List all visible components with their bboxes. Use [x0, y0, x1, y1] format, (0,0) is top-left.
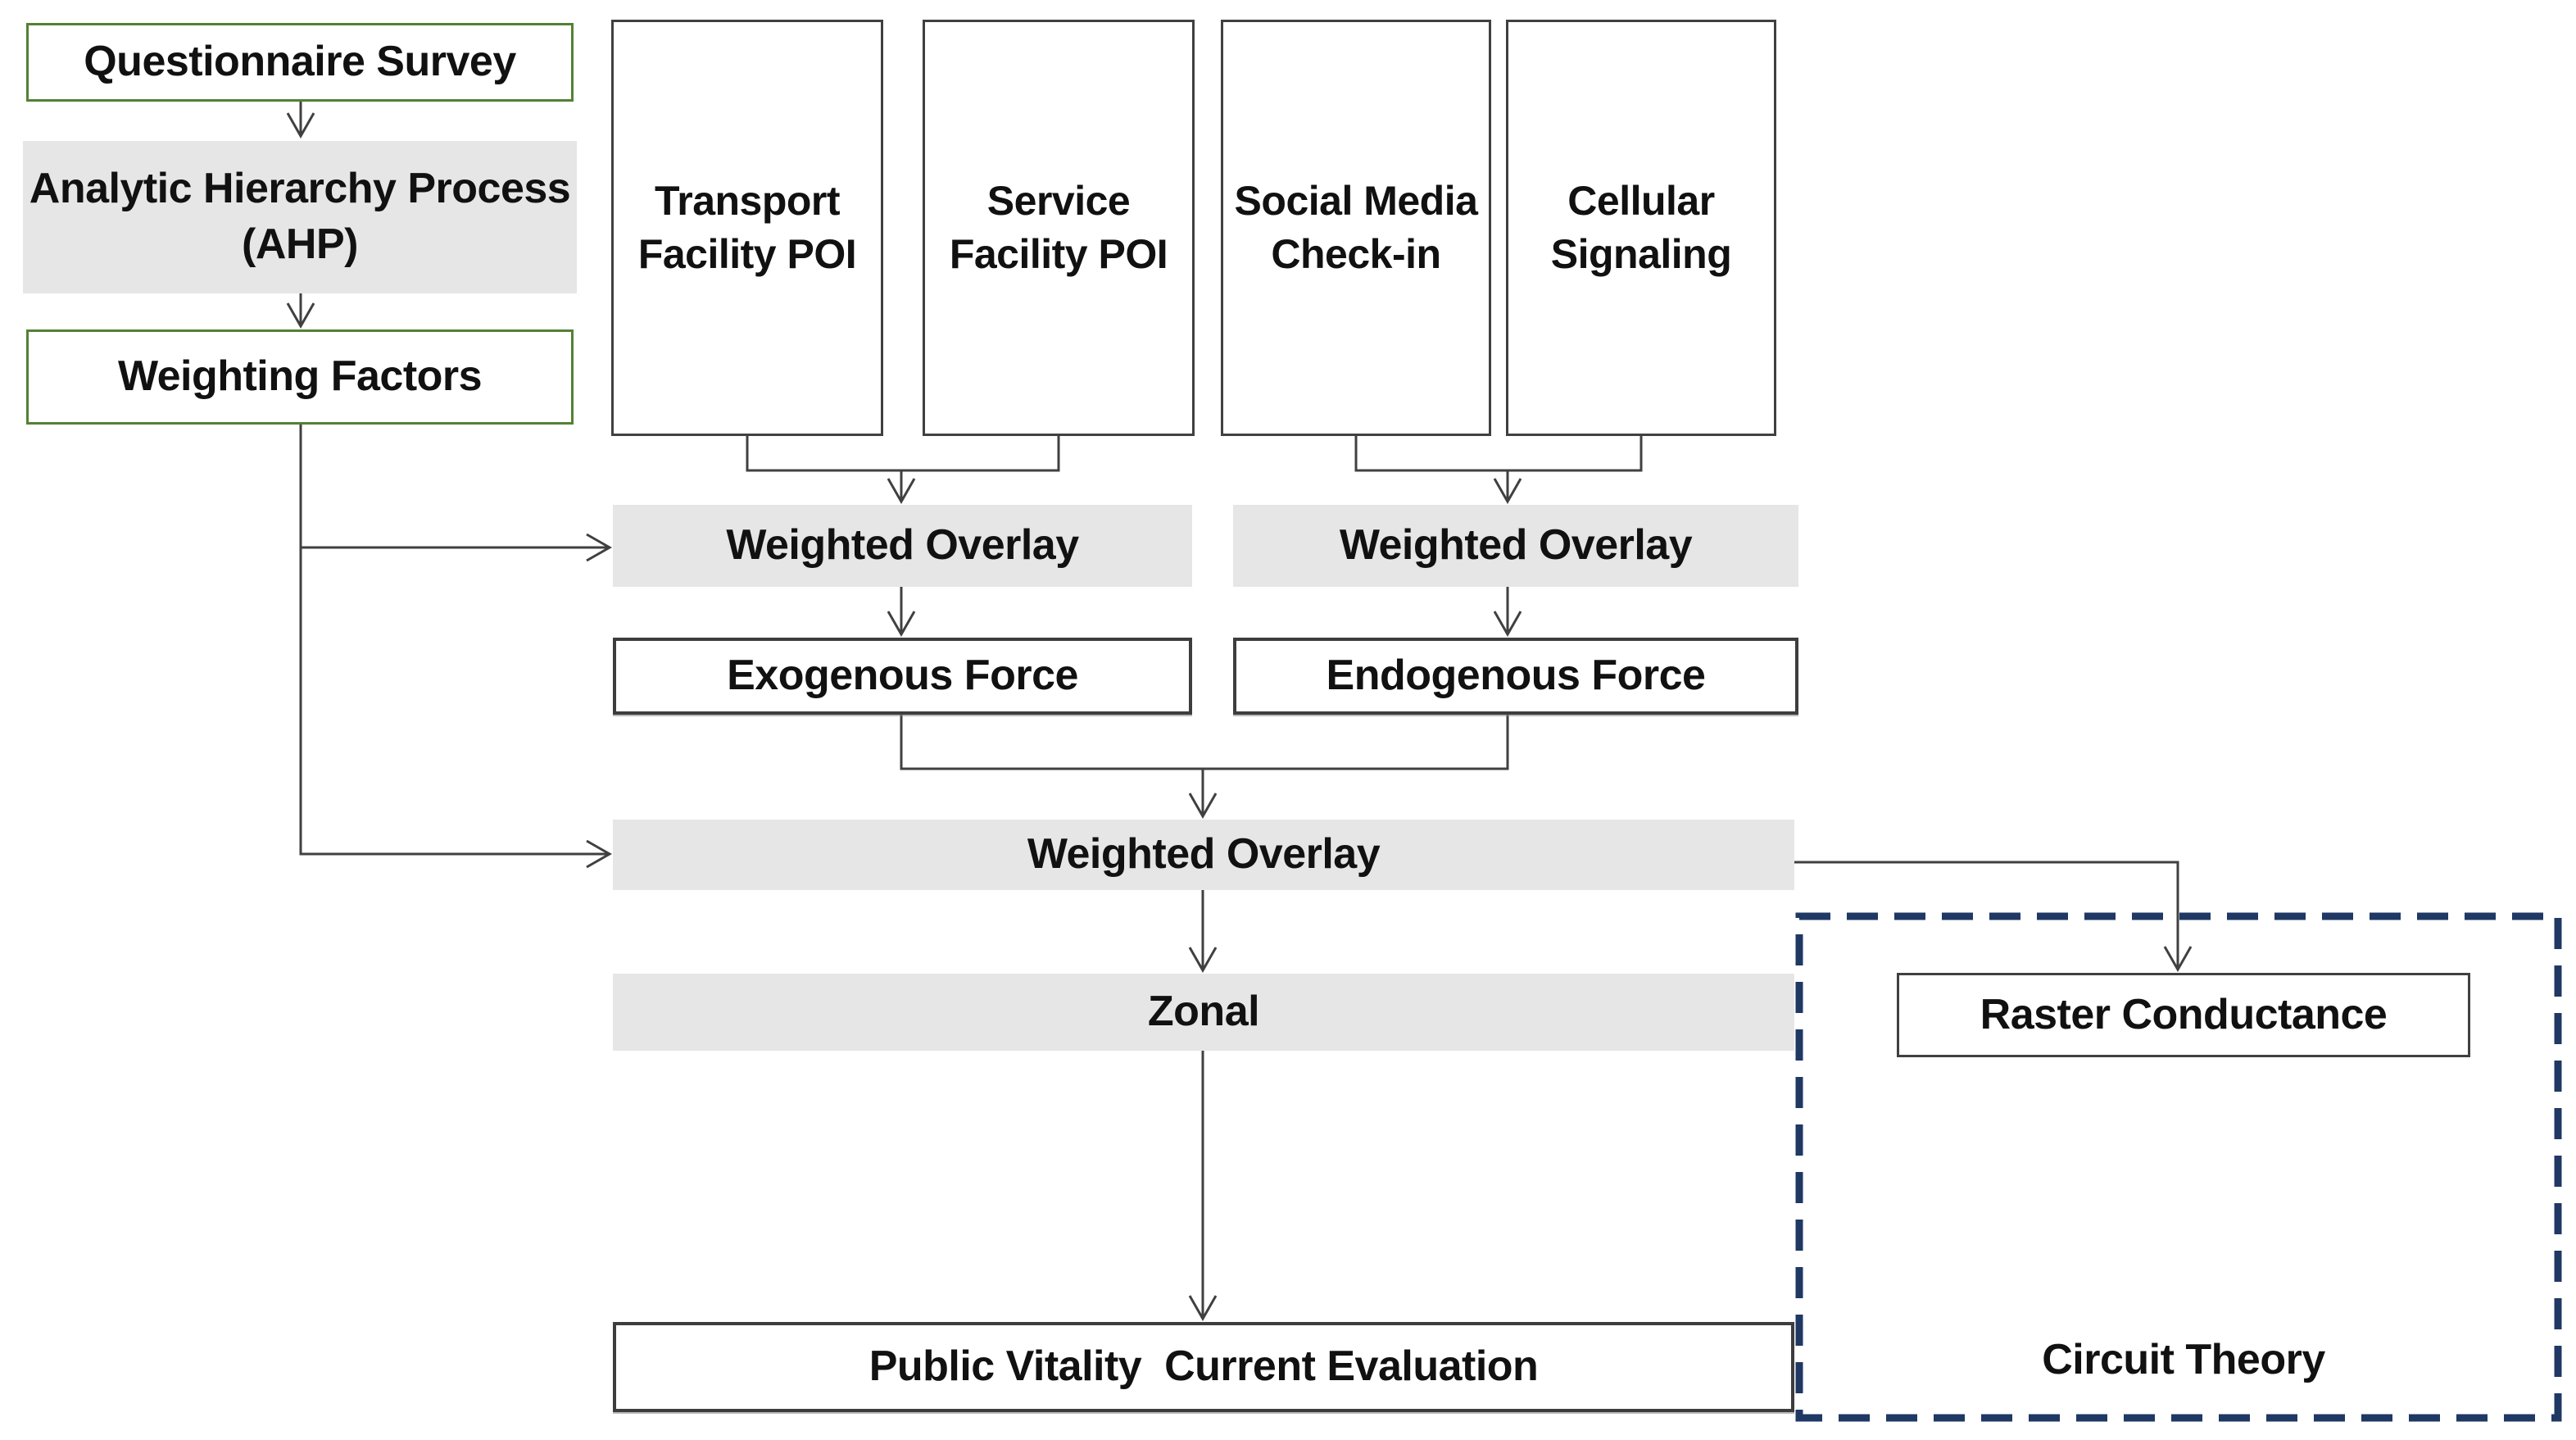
arrow-main-overlay-to-raster — [1794, 861, 2193, 973]
connector-transport-service-merge — [746, 436, 1060, 472]
node-questionnaire-survey: Questionnaire Survey — [26, 23, 574, 102]
connector-forces-merge — [900, 715, 1509, 770]
node-weighted-overlay-right: Weighted Overlay — [1233, 505, 1798, 587]
node-weighting-factors: Weighting Factors — [26, 329, 574, 425]
node-service-facility-poi: Service Facility POI — [923, 20, 1195, 436]
node-analytic-hierarchy-process: Analytic Hierarchy Process (AHP) — [23, 141, 577, 293]
connector-social-cellular-merge — [1354, 436, 1643, 472]
arrow-weighting-to-main-overlay — [299, 425, 613, 869]
label-circuit-theory: Circuit Theory — [2042, 1336, 2325, 1384]
node-exogenous-force: Exogenous Force — [613, 638, 1192, 715]
node-transport-facility-poi: Transport Facility POI — [611, 20, 883, 436]
node-social-media-checkin: Social Media Check-in — [1221, 20, 1491, 436]
node-public-vitality-current-evaluation: Public Vitality Current Evaluation — [613, 1322, 1794, 1412]
node-zonal: Zonal — [613, 974, 1794, 1051]
node-weighted-overlay-main: Weighted Overlay — [613, 820, 1794, 890]
node-raster-conductance: Raster Conductance — [1897, 973, 2470, 1057]
node-endogenous-force: Endogenous Force — [1233, 638, 1798, 715]
node-weighted-overlay-left: Weighted Overlay — [613, 505, 1192, 587]
node-cellular-signaling: Cellular Signaling — [1506, 20, 1776, 436]
